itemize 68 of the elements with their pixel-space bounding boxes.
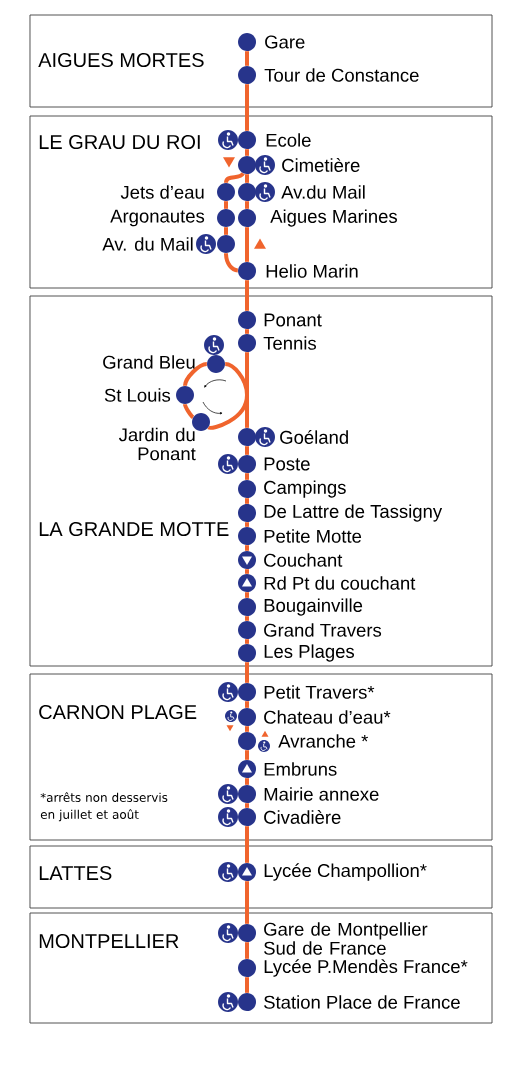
- route-line: [208, 362, 249, 430]
- stop-name: Jets d’eau: [120, 185, 204, 199]
- route-line: [245, 616, 249, 621]
- stop-name: Tennis: [263, 336, 316, 350]
- route-line: [245, 149, 249, 156]
- stop-name: Bougainville: [264, 598, 363, 616]
- footnote: *arrêts non desservis en juillet et août: [40, 792, 168, 822]
- route-line: [245, 977, 249, 993]
- stop-name: Civadière: [264, 810, 341, 824]
- route-line: [245, 803, 249, 808]
- stop-name: Aigues Marines: [270, 209, 397, 227]
- route-line: [183, 403, 195, 419]
- stop-name: Lycée Champollion*: [264, 863, 427, 881]
- stop-name: Ecole: [266, 133, 311, 147]
- route-line: [245, 569, 249, 574]
- route-line: [245, 84, 249, 131]
- stop-name: Station Place de France: [264, 995, 460, 1009]
- route-line: [245, 778, 249, 785]
- route-line: [245, 522, 249, 527]
- stop-name: Jardin du Ponant: [118, 427, 196, 461]
- route-line: [245, 826, 249, 863]
- stop-name: Goéland: [280, 430, 348, 444]
- stop-name: Mairie annexe: [264, 787, 379, 801]
- stop-name: Chateau d’eau*: [264, 710, 391, 724]
- stop-name: Cimetière: [282, 158, 360, 172]
- route-line: [245, 701, 249, 708]
- route-line: [245, 174, 249, 183]
- stop-name: Argonautes: [110, 209, 205, 227]
- route-line: [245, 750, 249, 760]
- route-line: [245, 329, 249, 334]
- route-line: [224, 227, 228, 235]
- stop-name: Les Plages: [264, 644, 355, 662]
- stop-name: Gare de Montpellier Sud de France: [264, 922, 428, 955]
- stop-name: Petit Travers*: [264, 685, 375, 699]
- stop-name: Grand Travers: [264, 623, 382, 637]
- route-line: [245, 942, 249, 959]
- route-line: [183, 362, 208, 387]
- stop-name: Gare: [265, 35, 305, 49]
- stop-name: Couchant: [264, 553, 343, 567]
- route-line: [245, 498, 249, 504]
- stop-name: Embruns: [264, 762, 337, 776]
- stop-name: De Lattre de Tassigny: [264, 504, 443, 522]
- route-line: [245, 352, 249, 428]
- route-line: [245, 592, 249, 598]
- stop-name: Helio Marin: [266, 264, 358, 278]
- stop-name: Grand Bleu: [103, 355, 195, 369]
- stop-name: Lycée P.Mendès France*: [264, 959, 468, 977]
- route-line: [245, 446, 249, 455]
- stop-name: Ponant: [264, 313, 322, 327]
- route-line: [224, 201, 228, 209]
- route-line: [245, 662, 249, 683]
- route-line: [245, 280, 249, 311]
- route-line: [224, 253, 239, 273]
- route-line: [245, 639, 249, 644]
- route-line: [245, 881, 249, 924]
- route-line: [245, 473, 249, 480]
- stop-name: Av. du Mail: [102, 237, 193, 251]
- stop-name: Rd Pt du couchant: [264, 576, 416, 590]
- stop-name: Poste: [264, 457, 310, 471]
- route-line: [245, 201, 249, 209]
- stop-name: St Louis: [104, 388, 171, 402]
- stop-name: Tour de Constance: [264, 68, 419, 82]
- stop-name: Campings: [264, 480, 346, 498]
- route-line: [245, 51, 249, 66]
- stop-name: Avranche *: [278, 734, 369, 748]
- stop-name: Av.du Mail: [281, 185, 365, 199]
- stop-name: Petite Motte: [264, 529, 362, 543]
- route-line: [245, 545, 249, 551]
